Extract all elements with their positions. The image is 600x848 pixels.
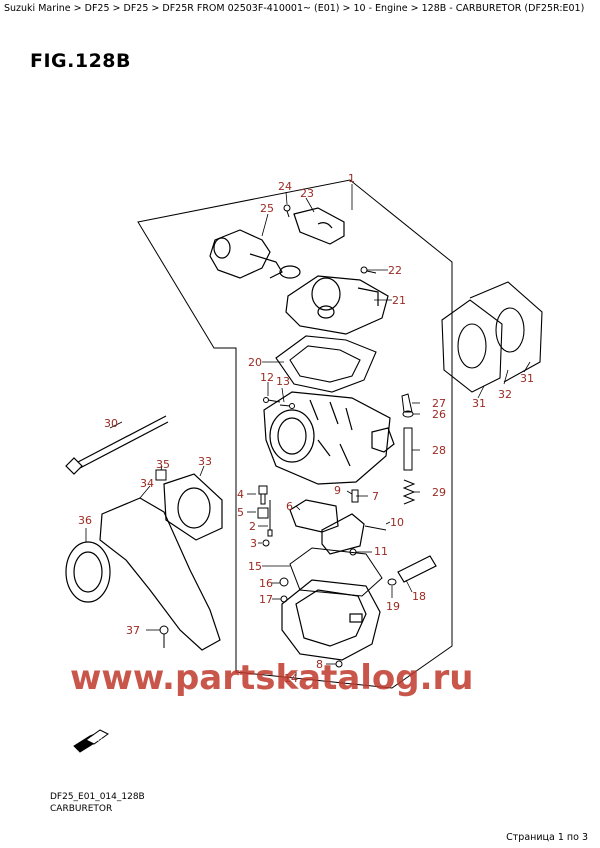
callout-6: 6 bbox=[286, 500, 293, 513]
part-float-chamber bbox=[281, 579, 381, 661]
part-pin-10 bbox=[364, 525, 387, 531]
callout-9: 9 bbox=[334, 484, 341, 497]
callout-26: 26 bbox=[432, 408, 446, 421]
callout-17: 17 bbox=[259, 593, 273, 606]
breadcrumb[interactable]: Suzuki Marine > DF25 > DF25 > DF25R FROM… bbox=[4, 3, 585, 14]
part-screw-12 bbox=[263, 397, 281, 403]
diagram-code: DF25_E01_014_128B bbox=[50, 792, 145, 802]
callout-8: 8 bbox=[316, 658, 323, 671]
part-screw-3 bbox=[262, 539, 270, 547]
callout-28: 28 bbox=[432, 444, 446, 457]
part-throttle-lever bbox=[209, 229, 301, 279]
part-spring-29 bbox=[402, 479, 416, 505]
callout-32: 32 bbox=[498, 388, 512, 401]
callout-25: 25 bbox=[260, 202, 274, 215]
part-needle-28 bbox=[403, 427, 413, 471]
callout-2: 2 bbox=[249, 520, 256, 533]
callout-16: 16 bbox=[259, 577, 273, 590]
callout-31-right: 31 bbox=[520, 372, 534, 385]
callout-22: 22 bbox=[388, 264, 402, 277]
figure-title: FIG.128B bbox=[30, 50, 132, 72]
pager: Страница 1 по 3 bbox=[506, 832, 588, 843]
part-screw-24 bbox=[283, 204, 291, 218]
callout-20: 20 bbox=[248, 356, 262, 369]
part-intake-33 bbox=[163, 473, 223, 541]
part-bolt-30 bbox=[65, 415, 169, 475]
watermark: www.partskatalog.ru bbox=[70, 658, 474, 698]
callout-36: 36 bbox=[78, 514, 92, 527]
callout-3: 3 bbox=[250, 537, 257, 550]
part-pin-2 bbox=[267, 500, 273, 537]
assembly-outline bbox=[137, 179, 453, 689]
callout-27: 27 bbox=[432, 397, 446, 410]
callout-13: 13 bbox=[276, 375, 290, 388]
diagram-subtitle: CARBURETOR bbox=[50, 804, 113, 814]
part-top-cover bbox=[285, 275, 389, 335]
part-drain-17 bbox=[280, 595, 288, 603]
callout-5: 5 bbox=[237, 506, 244, 519]
callout-24: 24 bbox=[278, 180, 292, 193]
callout-10: 10 bbox=[390, 516, 404, 529]
part-jet-5 bbox=[257, 507, 269, 519]
part-float bbox=[289, 499, 365, 555]
part-clip-19 bbox=[387, 578, 397, 586]
part-carburetor-body bbox=[263, 391, 395, 485]
part-silencer bbox=[65, 497, 221, 651]
part-cap bbox=[293, 207, 345, 245]
callout-35: 35 bbox=[156, 458, 170, 471]
callout-numbers: 1 2 3 4 5 6 7 8 9 10 11 12 13 14 15 16 1… bbox=[78, 172, 534, 685]
callout-29: 29 bbox=[432, 486, 446, 499]
callout-1: 1 bbox=[348, 172, 355, 185]
part-hose-18 bbox=[397, 555, 437, 583]
part-gasket-31 bbox=[441, 281, 543, 393]
callout-11: 11 bbox=[374, 545, 388, 558]
leader-lines bbox=[85, 184, 531, 676]
part-gasket-20 bbox=[275, 335, 377, 393]
part-gasket-15 bbox=[289, 547, 383, 597]
part-main-jet bbox=[258, 485, 268, 505]
callout-34: 34 bbox=[140, 477, 154, 490]
callout-31-left: 31 bbox=[472, 397, 486, 410]
part-screw-13 bbox=[279, 403, 295, 409]
part-collar-35 bbox=[155, 469, 167, 481]
callout-15: 15 bbox=[248, 560, 262, 573]
fwd-arrow-icon bbox=[73, 729, 109, 753]
fwd-label: FWD bbox=[90, 737, 102, 743]
callout-21: 21 bbox=[392, 294, 406, 307]
callout-30: 30 bbox=[104, 417, 118, 430]
callout-7: 7 bbox=[372, 490, 379, 503]
part-drain-16 bbox=[279, 577, 289, 587]
callout-33: 33 bbox=[198, 455, 212, 468]
callout-14: 14 bbox=[284, 672, 298, 685]
callout-19: 19 bbox=[386, 600, 400, 613]
callout-23: 23 bbox=[300, 187, 314, 200]
callout-4: 4 bbox=[237, 488, 244, 501]
callout-18: 18 bbox=[412, 590, 426, 603]
part-bolt-37 bbox=[159, 625, 169, 648]
callout-12: 12 bbox=[260, 371, 274, 384]
part-cap-27 bbox=[401, 393, 413, 413]
callout-37: 37 bbox=[126, 624, 140, 637]
